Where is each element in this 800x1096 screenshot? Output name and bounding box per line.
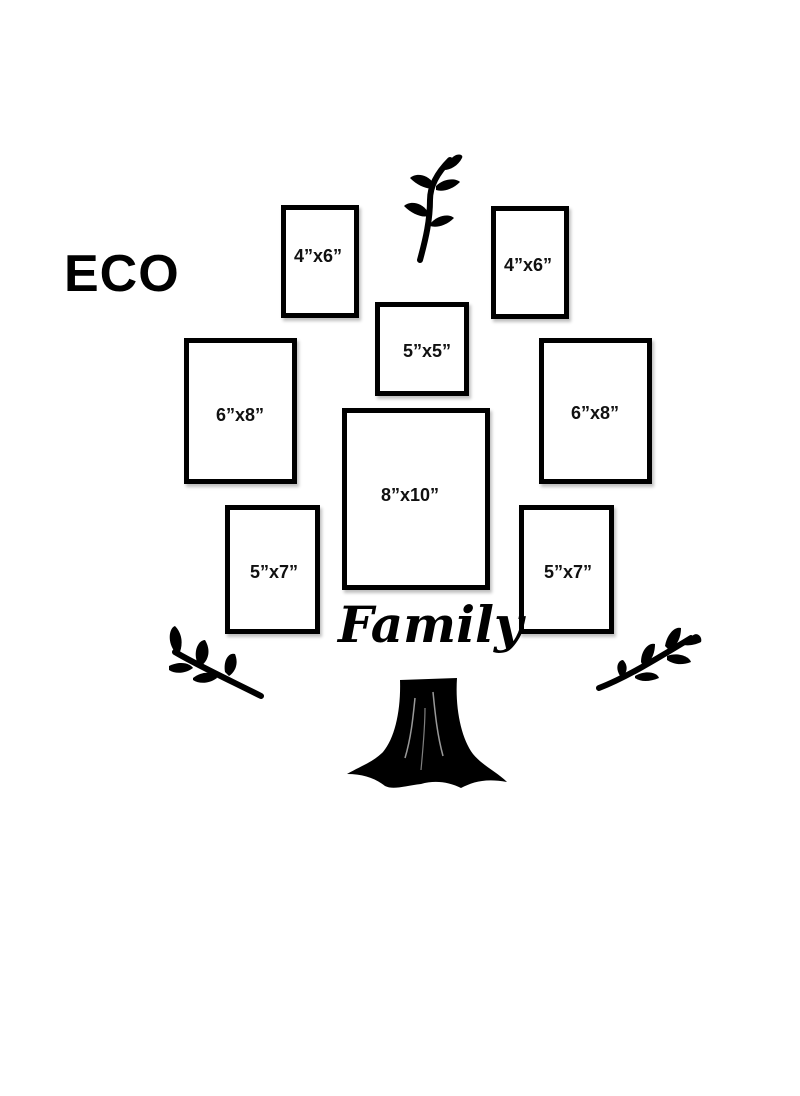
frame-top-right: 4”x6” bbox=[491, 206, 569, 319]
frame-center-large: 8”x10” bbox=[342, 408, 490, 590]
frame-size-label: 5”x7” bbox=[544, 562, 593, 582]
frame-center-square: 5”x5” bbox=[375, 302, 469, 396]
family-sign: Family bbox=[338, 595, 524, 654]
leaf-branch-icon bbox=[169, 626, 264, 699]
tree-trunk-icon bbox=[347, 678, 507, 788]
leaf-branch-icon bbox=[596, 627, 702, 691]
frame-size-label: 5”x7” bbox=[250, 562, 299, 582]
frame-size-label: 6”x8” bbox=[571, 403, 620, 423]
frame-mid-right: 6”x8” bbox=[539, 338, 652, 484]
frame-bottom-right: 5”x7” bbox=[519, 505, 614, 634]
frame-size-label: 5”x5” bbox=[403, 341, 452, 361]
frame-size-label: 6”x8” bbox=[216, 405, 265, 425]
leaf-branch-icon bbox=[404, 154, 463, 263]
frame-mid-left: 6”x8” bbox=[184, 338, 297, 484]
frame-size-label: 4”x6” bbox=[294, 246, 343, 266]
frame-top-left: 4”x6” bbox=[281, 205, 359, 318]
frame-size-label: 8”x10” bbox=[381, 485, 440, 505]
frame-size-label: 4”x6” bbox=[504, 255, 553, 275]
frame-bottom-left: 5”x7” bbox=[225, 505, 320, 634]
brand-label: ECO bbox=[64, 245, 180, 303]
